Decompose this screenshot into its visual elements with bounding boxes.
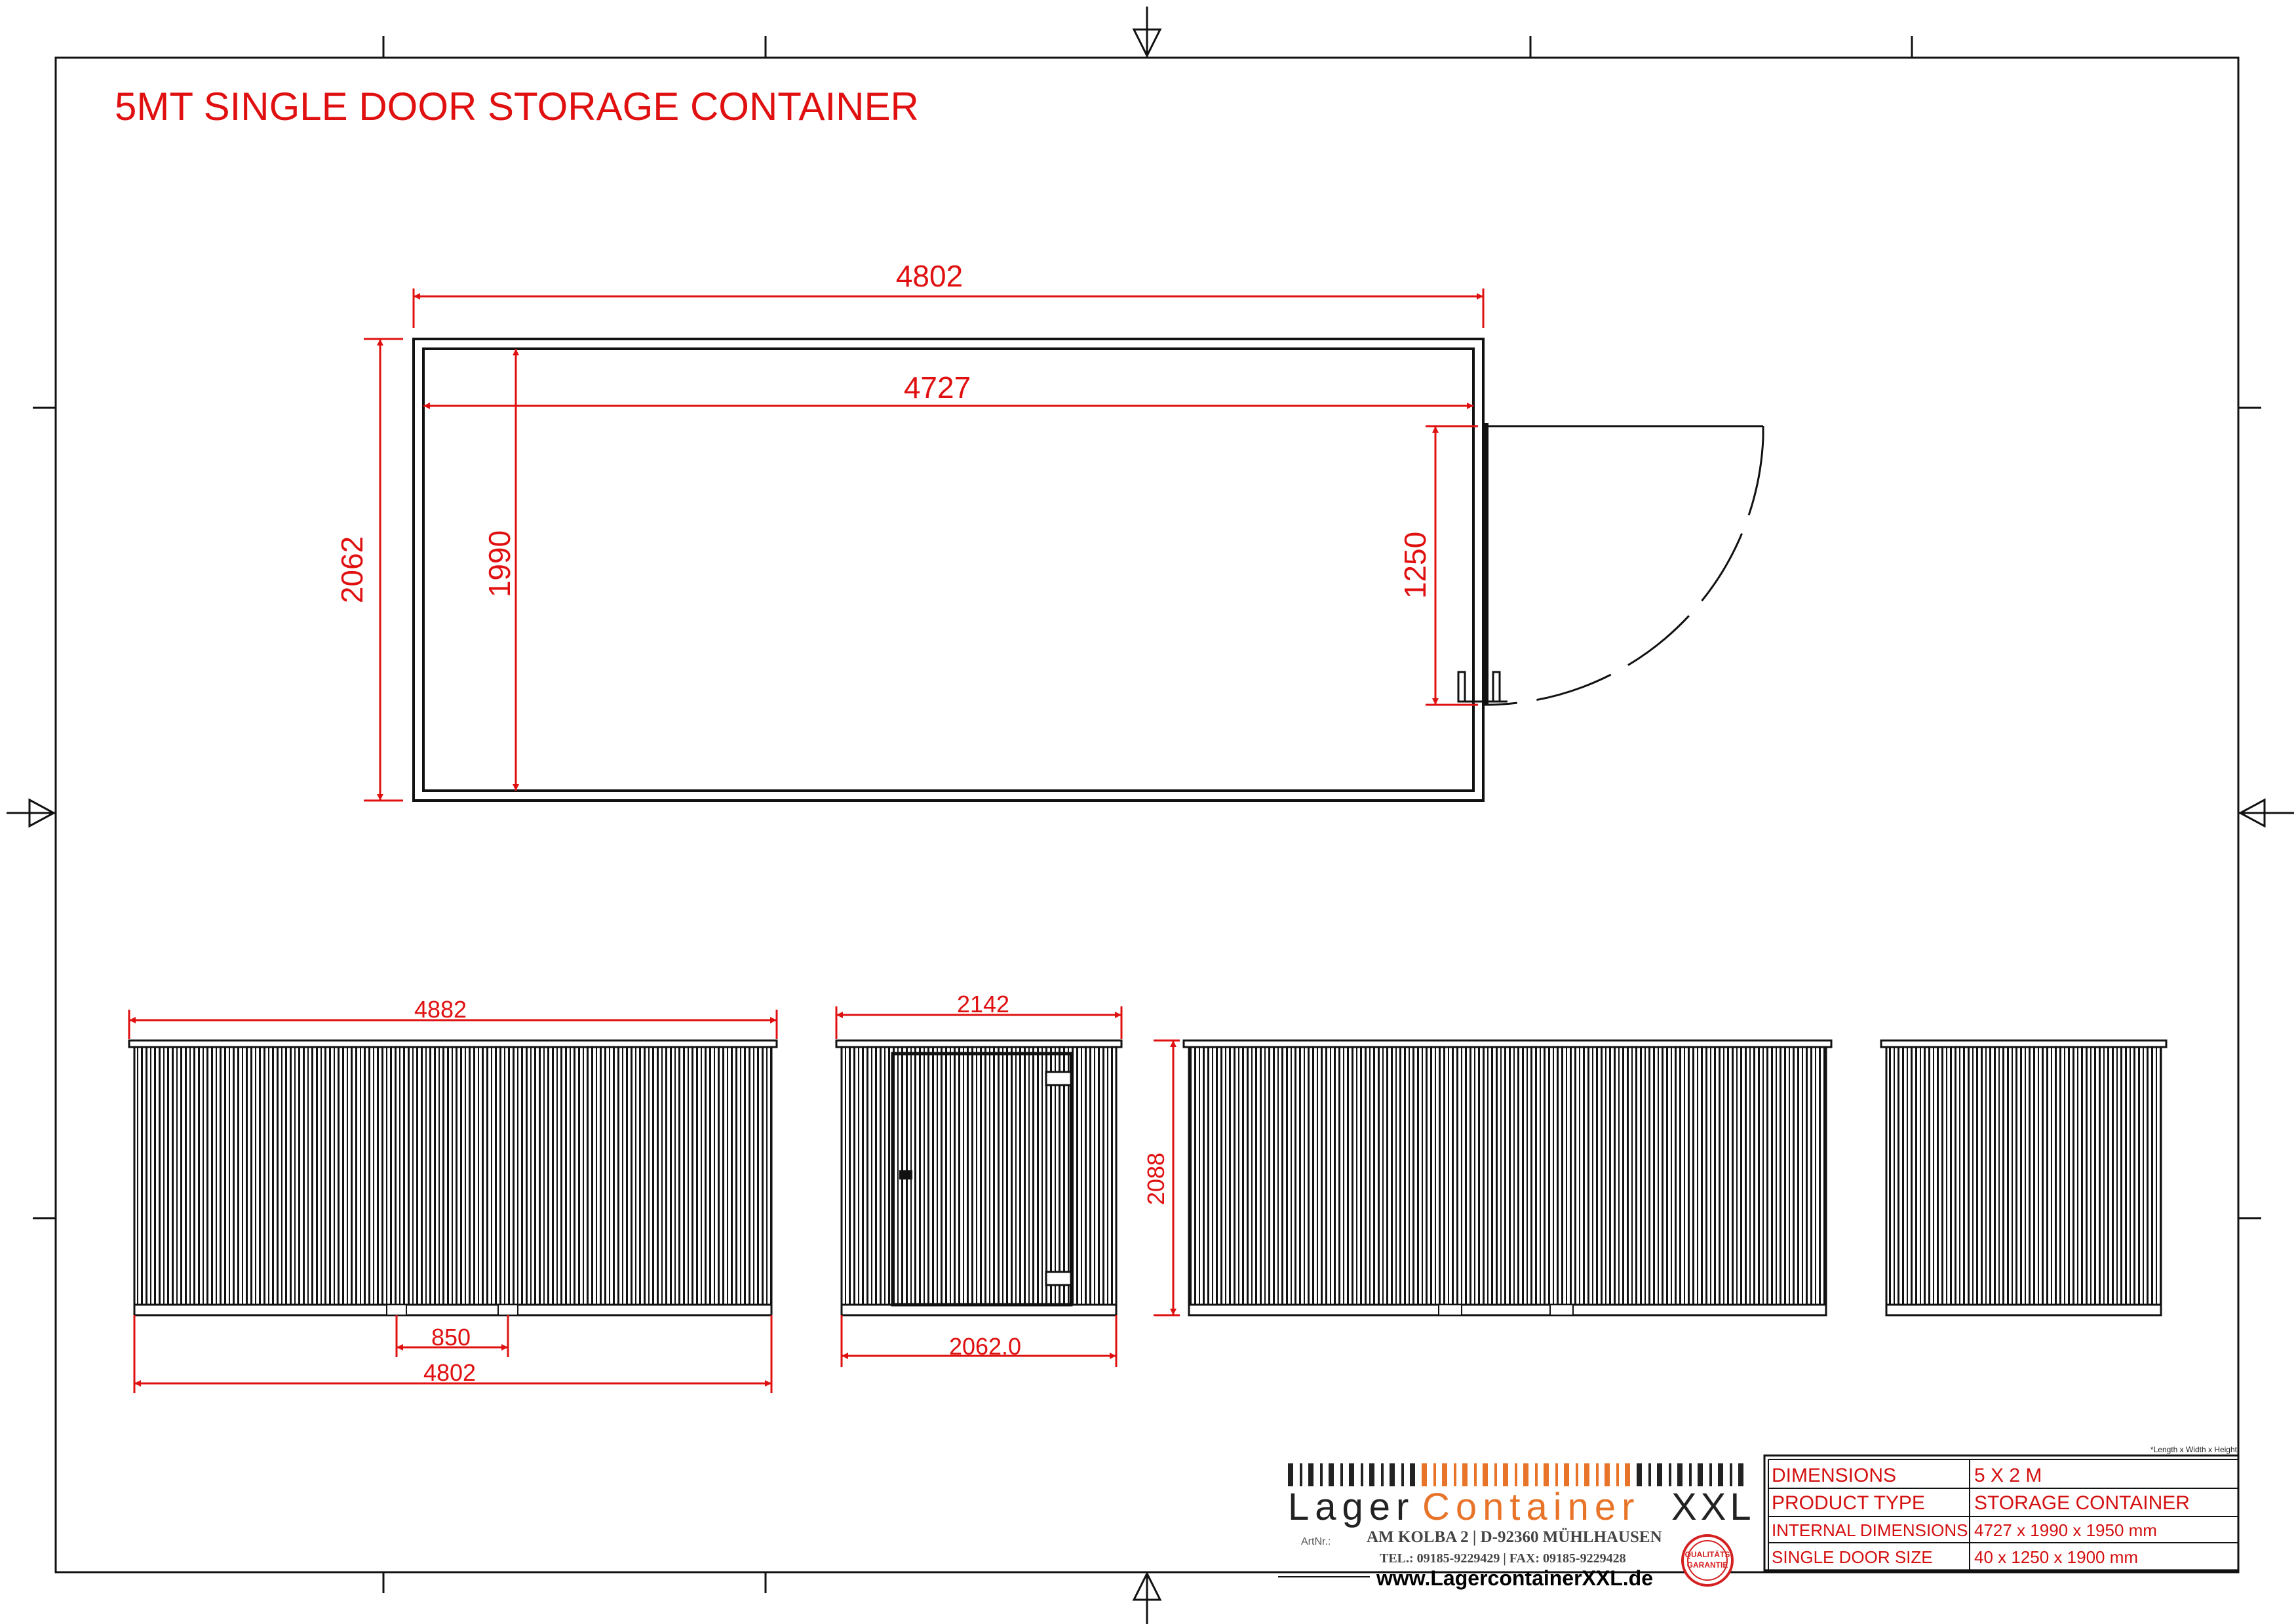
company-website: www.LagercontainerXXL.de [1376,1566,1653,1590]
plan-view: 4802 4727 2062 1990 1250 [335,259,1764,802]
door-handle [899,1170,912,1179]
tb-label-single-door-size: SINGLE DOOR SIZE [1772,1547,1933,1567]
logo-word-xxl: XXL [1671,1486,1755,1528]
title-block: *Length x Width x Height DIMENSIONS 5 X … [1763,1445,2240,1572]
back-end-elevation [1880,1039,2168,1317]
tb-label-product-type: PRODUCT TYPE [1772,1492,1925,1514]
dim-end-top: 2142 [957,991,1009,1018]
side-elevation-right: 2088 [1142,1039,1833,1317]
side-elevation-left: 4882 850 4802 [128,996,778,1393]
company-address: AM KOLBA 2 | D-92360 MÜHLHAUSEN [1367,1528,1662,1546]
dim-plan-outer-length: 4802 [896,259,963,293]
center-mark-bottom [1132,1571,1162,1624]
dimension-note: *Length x Width x Height [2150,1445,2238,1454]
center-mark-left [7,798,56,828]
tb-value-product-type: STORAGE CONTAINER [1974,1492,2190,1514]
dim-side-base: 4802 [423,1359,476,1386]
sheet-frame [7,7,2294,1624]
door-end-elevation: 2142 2062.0 [835,991,1123,1367]
plan-outer-wall [412,338,1485,802]
dim-end-base: 2062.0 [949,1333,1021,1360]
plan-inner-wall [422,347,1475,792]
dim-side-door: 850 [431,1324,471,1351]
company-contact: TEL.: 09185-9229429 | FAX: 09185-9229428 [1380,1551,1626,1566]
drawing-title: 5MT SINGLE DOOR STORAGE CONTAINER [115,85,919,129]
logo-word-container: Container [1422,1486,1640,1528]
dim-plan-outer-width: 2062 [335,536,369,603]
logo-barcode [1288,1463,1743,1486]
dim-plan-inner-width: 1990 [482,530,516,597]
quality-seal-icon: QUALITÄTS GARANTIE [1681,1534,1734,1587]
seal-line1: QUALITÄTS [1685,1549,1730,1559]
dim-plan-inner-length: 4727 [904,370,971,405]
center-mark-top [1132,7,1162,58]
seal-line2: GARANTIE [1687,1560,1728,1570]
center-mark-right [2238,798,2294,828]
tb-label-internal-dimensions: INTERNAL DIMENSIONS [1772,1520,1968,1540]
dim-door-opening: 1250 [1398,532,1432,599]
door-hinge-top [1045,1071,1072,1086]
container-door [891,1052,1073,1307]
door-hinge-bottom [1045,1271,1072,1286]
art-number-label: ArtNr.: [1301,1536,1331,1547]
tb-value-dimensions: 5 X 2 M [1974,1465,2042,1486]
logo-word-lager: Lager [1288,1486,1414,1528]
door-swing [1457,423,1764,706]
dim-side-total: 4882 [414,996,467,1023]
dim-height: 2088 [1142,1153,1169,1205]
tb-value-single-door-size: 40 x 1250 x 1900 mm [1974,1547,2138,1567]
tb-label-dimensions: DIMENSIONS [1772,1465,1896,1486]
tb-value-internal-dimensions: 4727 x 1990 x 1950 mm [1974,1520,2157,1540]
company-logo: Lager Container XXL ArtNr.: AM KOLBA 2 |… [1278,1463,1755,1590]
